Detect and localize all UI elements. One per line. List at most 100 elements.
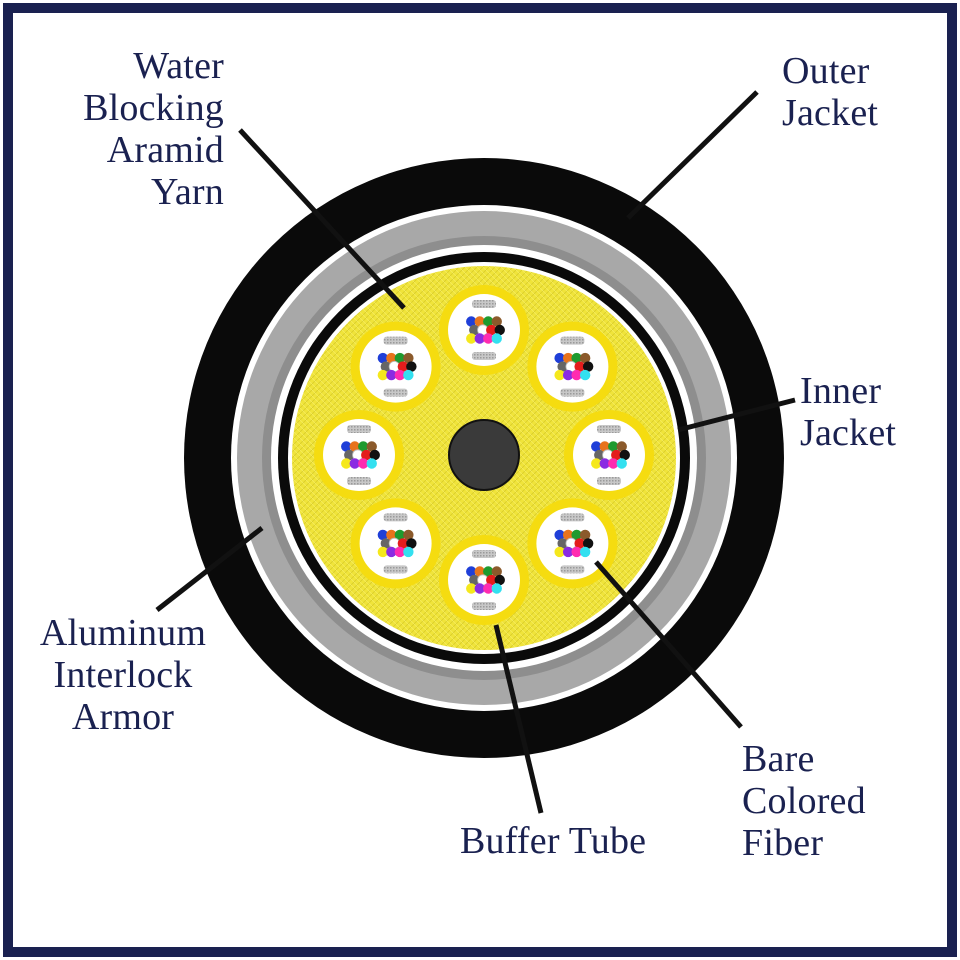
- leader-buffer-tube: [493, 624, 544, 814]
- bare-colored-fiber: [341, 458, 352, 469]
- water-blocking-gel: [560, 388, 585, 397]
- label-buffer-tube: Buffer Tube: [460, 820, 646, 862]
- label-line: Armor: [71, 696, 175, 738]
- water-blocking-gel: [560, 336, 585, 345]
- water-blocking-gel: [383, 388, 408, 397]
- bare-colored-fiber: [380, 361, 392, 372]
- label-line: Yarn: [151, 171, 224, 213]
- bare-colored-fiber: [491, 316, 502, 327]
- bare-colored-fiber: [608, 458, 619, 469]
- bare-colored-fiber: [554, 369, 565, 381]
- bare-colored-fiber: [380, 538, 392, 549]
- bare-colored-fiber: [579, 369, 591, 381]
- bare-colored-fiber: [491, 333, 502, 344]
- bare-colored-fiber: [557, 361, 568, 372]
- buffer-tubes: [314, 285, 654, 625]
- bare-colored-fiber: [619, 449, 630, 461]
- bare-colored-fiber: [571, 369, 582, 381]
- bare-colored-fiber: [469, 574, 480, 586]
- bare-colored-fiber: [386, 369, 397, 381]
- bare-colored-fiber: [491, 583, 502, 594]
- bare-colored-fiber: [579, 352, 591, 364]
- label-line: Bare: [742, 738, 815, 780]
- bare-colored-fiber: [616, 441, 627, 452]
- label-line: Colored: [742, 780, 866, 822]
- label-line: Aramid: [106, 129, 224, 171]
- bare-colored-fiber: [386, 352, 397, 364]
- bare-colored-fiber: [358, 458, 369, 469]
- bare-colored-fiber: [571, 529, 582, 541]
- bare-colored-fiber: [582, 361, 594, 372]
- bare-colored-fiber: [571, 546, 582, 558]
- bare-colored-fiber: [554, 352, 565, 364]
- bare-colored-fiber: [474, 316, 485, 327]
- label-line: Blocking: [83, 87, 224, 129]
- bare-colored-fiber: [599, 441, 610, 452]
- buffer-tube: [350, 498, 441, 589]
- bare-colored-fiber: [562, 546, 574, 558]
- bare-colored-fiber: [466, 333, 477, 344]
- bare-colored-fiber: [574, 538, 585, 549]
- water-blocking-gel: [560, 513, 585, 522]
- bare-colored-fiber: [377, 369, 389, 381]
- leader-water-blocking: [238, 128, 406, 310]
- label-bare-colored-fiber: Bare Colored Fiber: [742, 738, 866, 864]
- bare-colored-fiber: [394, 529, 406, 541]
- bare-colored-fiber: [474, 566, 485, 577]
- water-blocking-gel: [383, 565, 408, 574]
- bare-colored-fiber: [554, 546, 565, 558]
- label-line: Aluminum: [39, 612, 207, 654]
- buffer-tube: [439, 285, 529, 375]
- water-blocking-gel: [383, 336, 408, 345]
- bare-colored-fiber: [397, 538, 409, 549]
- bare-colored-fiber: [403, 352, 414, 364]
- bare-colored-fiber: [466, 566, 477, 577]
- bare-colored-fiber: [554, 529, 565, 541]
- bare-colored-fiber: [366, 441, 377, 452]
- bare-colored-fiber: [397, 361, 409, 372]
- bare-colored-fiber: [562, 529, 574, 541]
- label-inner-jacket: Inner Jacket: [800, 370, 896, 454]
- bare-colored-fiber: [616, 458, 627, 469]
- bare-colored-fiber: [579, 529, 591, 541]
- bare-colored-fiber: [557, 538, 568, 549]
- bare-colored-fiber: [562, 369, 574, 381]
- bare-colored-fiber: [377, 546, 389, 558]
- bare-colored-fiber: [386, 529, 397, 541]
- bare-colored-fiber: [574, 361, 585, 372]
- buffer-tube: [527, 498, 618, 589]
- bare-colored-fiber: [349, 441, 360, 452]
- label-aluminum-interlock-armor: Aluminum Interlock Armor: [38, 612, 208, 738]
- bare-colored-fiber: [579, 546, 591, 558]
- label-line: Jacket: [800, 412, 897, 454]
- bare-colored-fiber: [358, 441, 369, 452]
- bare-colored-fiber: [483, 316, 494, 327]
- water-blocking-gel: [597, 477, 621, 485]
- bare-colored-fiber: [483, 583, 494, 594]
- bare-colored-fiber: [406, 361, 417, 372]
- bare-colored-fiber: [483, 333, 494, 344]
- bare-colored-fiber: [494, 324, 505, 336]
- leader-bare-fiber: [594, 560, 743, 729]
- bare-colored-fiber: [403, 546, 414, 558]
- bare-colored-fiber: [582, 538, 594, 549]
- leader-inner-jacket: [677, 397, 796, 433]
- bare-colored-fiber: [474, 333, 485, 344]
- bare-colored-fiber: [394, 352, 406, 364]
- bare-colored-fiber: [483, 566, 494, 577]
- bare-colored-fiber: [377, 529, 389, 541]
- leader-outer-jacket: [626, 90, 759, 220]
- label-line: Interlock: [53, 654, 193, 696]
- bare-colored-fiber: [562, 352, 574, 364]
- bare-colored-fiber: [486, 574, 497, 586]
- water-blocking-gel: [560, 565, 585, 574]
- bare-colored-fiber: [366, 458, 377, 469]
- bare-colored-fiber: [486, 324, 497, 336]
- bare-colored-fiber: [344, 449, 355, 461]
- water-blocking-gel: [347, 477, 371, 485]
- bare-colored-fiber: [403, 369, 414, 381]
- label-line: Outer: [782, 50, 870, 92]
- bare-colored-fiber: [474, 583, 485, 594]
- bare-colored-fiber: [361, 449, 372, 461]
